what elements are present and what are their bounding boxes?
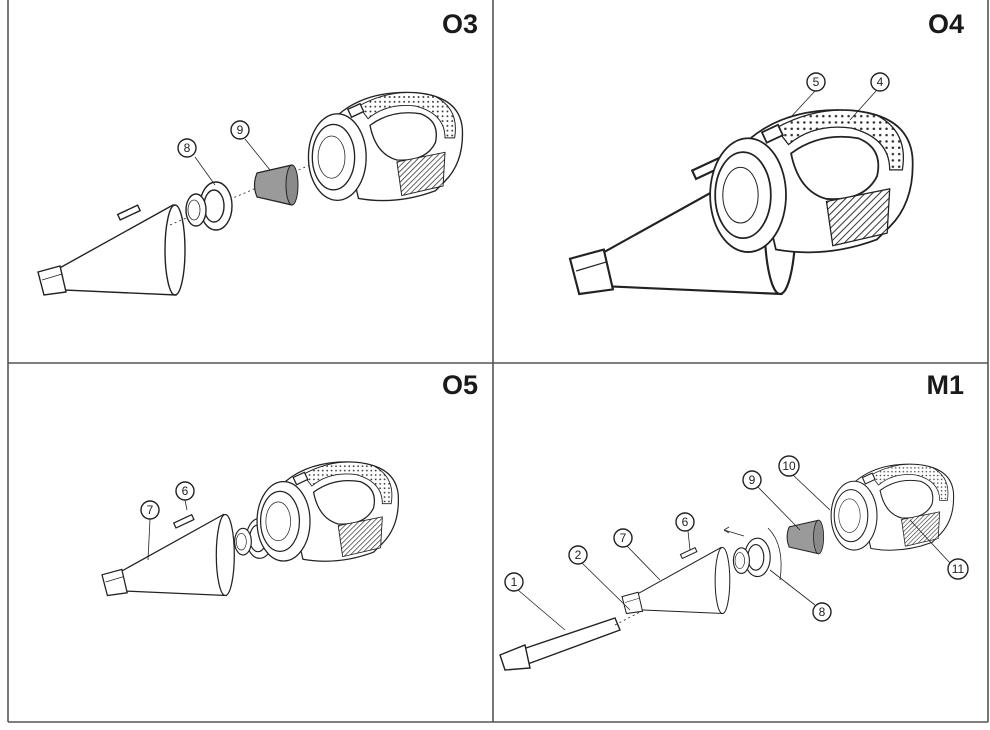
ring-illustration (185, 181, 233, 231)
vacuum-body-illustration (709, 109, 914, 254)
svg-text:9: 9 (237, 123, 244, 137)
filter-illustration (253, 164, 299, 206)
callout-5: 5 (806, 72, 826, 92)
callout-2: 2 (568, 545, 588, 565)
svg-text:10: 10 (782, 459, 796, 473)
callout-8: 8 (812, 602, 832, 622)
panel-label: O4 (928, 9, 964, 39)
svg-text:7: 7 (147, 503, 154, 517)
svg-text:2: 2 (575, 548, 582, 562)
svg-text:7: 7 (620, 531, 627, 545)
callout-7: 7 (140, 500, 160, 520)
callout-4: 4 (870, 72, 890, 92)
ring-illustration (732, 537, 771, 578)
nozzle-illustration (37, 204, 186, 296)
crevice-tool-illustration (499, 617, 621, 671)
callout-6: 6 (675, 512, 695, 532)
panel-o3: O3 8 9 (37, 9, 478, 296)
callout-8: 8 (177, 138, 197, 158)
svg-text:8: 8 (819, 605, 826, 619)
callout-7: 7 (613, 528, 633, 548)
filter-illustration (786, 519, 825, 555)
callout-1: 1 (504, 572, 524, 592)
svg-text:4: 4 (877, 75, 884, 89)
callout-10: 10 (778, 455, 800, 477)
arrow-left-icon (723, 526, 745, 537)
vacuum-body-illustration (307, 91, 464, 202)
panel-m1: M1 1 2 7 6 9 10 11 8 (499, 370, 969, 671)
svg-text:11: 11 (952, 562, 965, 576)
panel-label: O3 (442, 9, 478, 39)
svg-text:6: 6 (182, 484, 189, 498)
callout-11: 11 (947, 558, 969, 580)
callout-6: 6 (175, 481, 195, 501)
panel-o4: O4 5 4 (568, 9, 964, 296)
svg-text:8: 8 (184, 141, 191, 155)
nozzle-illustration (101, 513, 236, 597)
panel-o5: O5 7 6 (101, 370, 478, 597)
vacuum-body-illustration (256, 461, 400, 562)
rotate-arrow-icon (767, 527, 782, 581)
callout-9: 9 (742, 470, 762, 490)
panel-label: M1 (926, 370, 964, 400)
vacuum-body-illustration (830, 463, 955, 551)
svg-text:6: 6 (682, 515, 689, 529)
svg-text:5: 5 (813, 75, 820, 89)
svg-text:1: 1 (511, 575, 518, 589)
callout-9: 9 (230, 120, 250, 140)
svg-text:9: 9 (749, 473, 756, 487)
panel-label: O5 (442, 370, 478, 400)
